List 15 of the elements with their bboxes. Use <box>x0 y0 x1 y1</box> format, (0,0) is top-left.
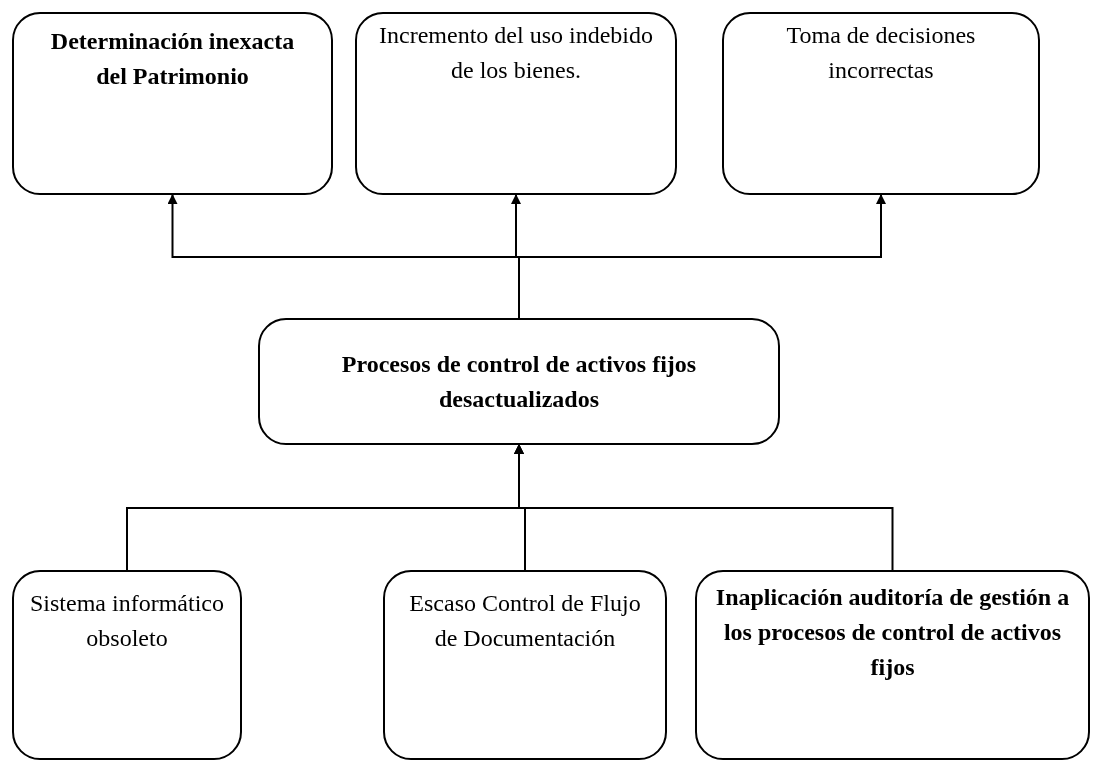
rounded-box <box>383 570 667 760</box>
rounded-box <box>722 12 1040 195</box>
rounded-box <box>695 570 1090 760</box>
box-text: Procesos de control de activos fijos desactualizados <box>340 349 698 414</box>
rounded-box <box>355 12 677 195</box>
rounded-box <box>12 570 242 760</box>
rounded-box <box>12 12 333 195</box>
box-text: Determinación inexacta del Patrimonio <box>49 27 296 91</box>
box-text: Inaplicación auditoría de gestión a los procesos de control de activos fijos <box>714 583 1071 682</box>
box-text: Escaso Control de Flujo de Documentación <box>408 589 642 653</box>
box-text: Incremento del uso indebido de los bienes. <box>378 21 654 85</box>
rounded-box <box>258 318 780 445</box>
arrow <box>514 444 894 571</box>
box-text: Sistema informático obsoleto <box>29 589 225 653</box>
box-text: Toma de decisiones incorrectas <box>785 21 977 85</box>
